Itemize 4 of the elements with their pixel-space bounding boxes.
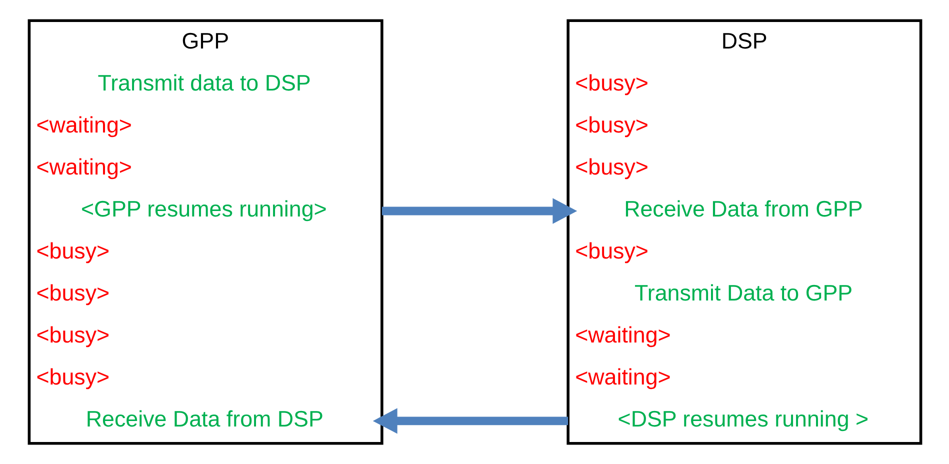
arrow (381, 198, 577, 224)
arrow (372, 408, 568, 434)
node-box: DSP <busy> <busy> <busy> Receive Data from GPP <busy> Transmit Data to GPP <waiting> <waiting> <DSP resumes running > (566, 19, 922, 445)
node-box: GPP Transmit data to DSP <waiting> <waiting> <GPP resumes running> <busy> <busy> <busy> <busy> Receive Data from DSP (27, 19, 383, 445)
